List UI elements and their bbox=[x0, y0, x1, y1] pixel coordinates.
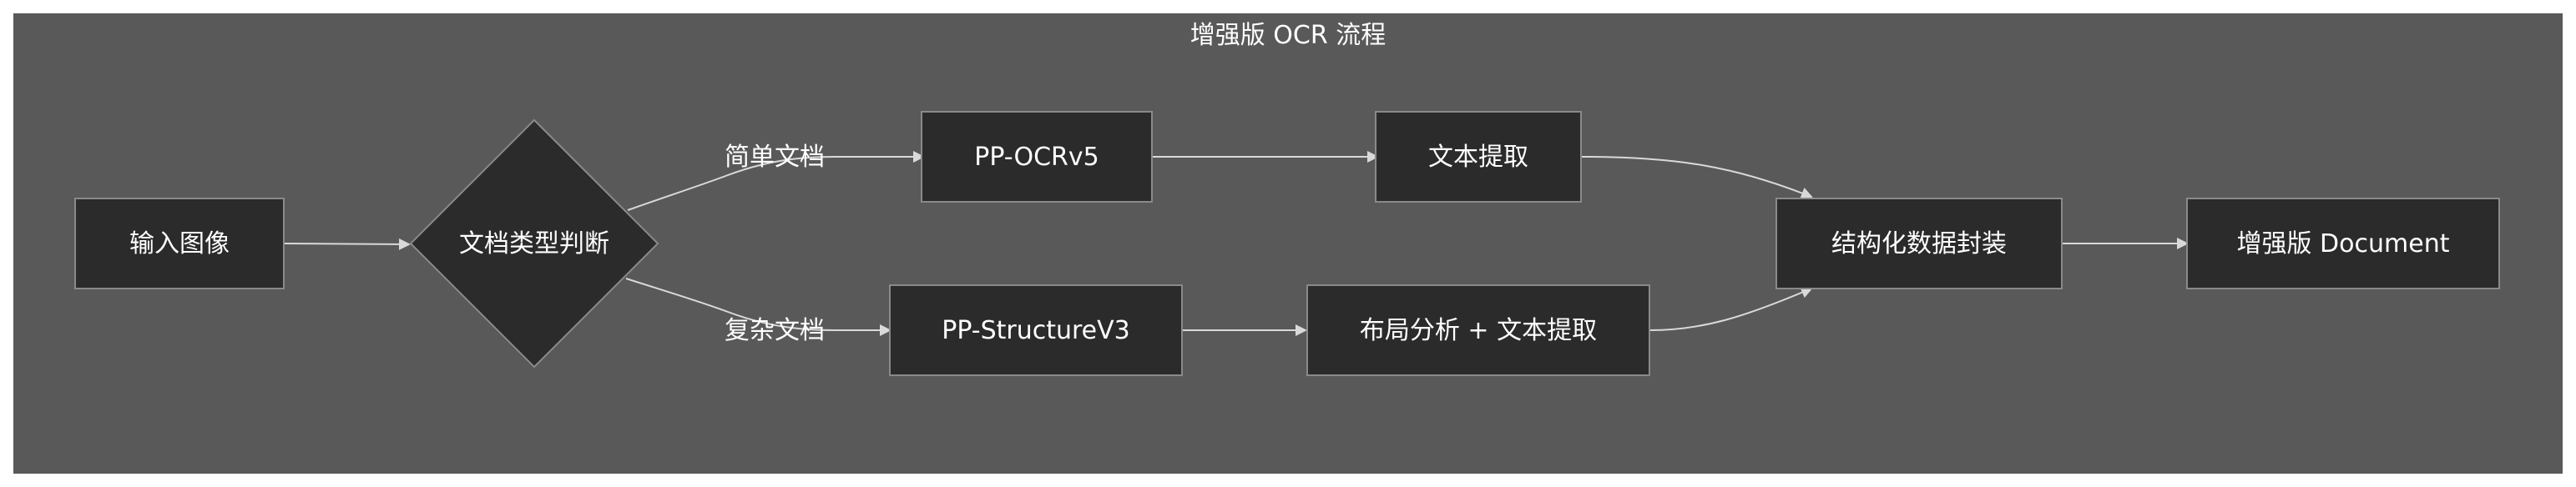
node-decision-label: 文档类型判断 bbox=[459, 229, 609, 259]
edge-decision-to-ocr bbox=[627, 151, 925, 211]
node-layout-extract[interactable]: 布局分析 + 文本提取 bbox=[1306, 284, 1650, 376]
node-output-label: 增强版 Document bbox=[2237, 229, 2450, 259]
node-layout-extract-label: 布局分析 + 文本提取 bbox=[1360, 316, 1597, 345]
node-structure[interactable]: PP-StructureV3 bbox=[889, 284, 1183, 376]
node-input[interactable]: 输入图像 bbox=[74, 198, 285, 289]
node-output[interactable]: 增强版 Document bbox=[2186, 198, 2500, 289]
node-input-label: 输入图像 bbox=[129, 229, 230, 259]
edge-label-simple: 简单文档 bbox=[725, 143, 825, 172]
edge-input-to-decision bbox=[283, 238, 411, 250]
node-structure-label: PP-StructureV3 bbox=[942, 316, 1130, 345]
node-decision[interactable]: 文档类型判断 bbox=[409, 118, 659, 369]
node-ocr-label: PP-OCRv5 bbox=[974, 143, 1099, 172]
edge-text-extract-to-wrap bbox=[1580, 156, 1813, 199]
node-text-extract-label: 文本提取 bbox=[1428, 143, 1528, 172]
diagram-title: 增强版 OCR 流程 bbox=[1190, 21, 1386, 50]
edge-label-complex: 复杂文档 bbox=[725, 316, 825, 345]
edge-decision-to-structure bbox=[625, 278, 891, 336]
node-wrap[interactable]: 结构化数据封装 bbox=[1775, 198, 2063, 289]
node-wrap-label: 结构化数据封装 bbox=[1831, 229, 2007, 259]
node-text-extract[interactable]: 文本提取 bbox=[1375, 111, 1582, 203]
edge-layout-extract-to-wrap bbox=[1649, 287, 1813, 331]
node-ocr[interactable]: PP-OCRv5 bbox=[921, 111, 1153, 203]
